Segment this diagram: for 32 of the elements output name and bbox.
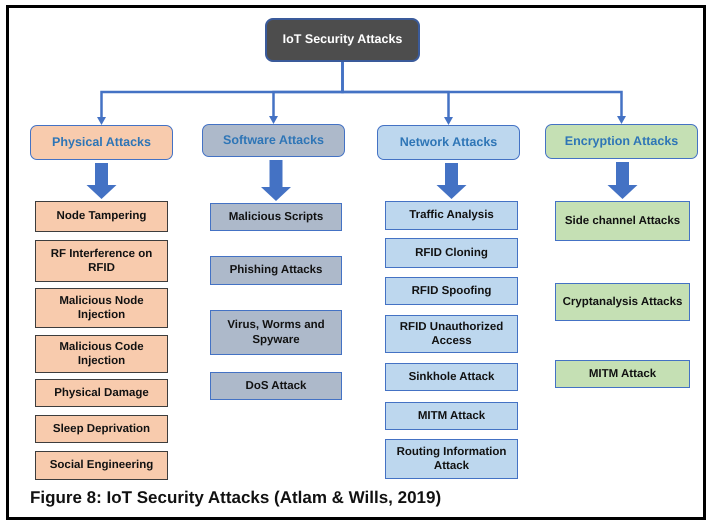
attack-box: Sinkhole Attack [385, 363, 518, 391]
attack-box: RFID Unauthorized Access [385, 315, 518, 353]
attack-box: Physical Damage [35, 379, 168, 407]
category-box: Encryption Attacks [545, 124, 698, 159]
attack-box: Routing Information Attack [385, 439, 518, 479]
block-arrow [86, 163, 116, 199]
category-box: Physical Attacks [30, 125, 173, 160]
attack-box: RF Interference on RFID [35, 240, 168, 282]
attack-box: Traffic Analysis [385, 201, 518, 230]
arrow [341, 62, 626, 124]
attack-box: Virus, Worms and Spyware [210, 310, 342, 355]
block-arrow [608, 162, 638, 199]
attack-box: Malicious Node Injection [35, 288, 168, 328]
attack-box: Social Engineering [35, 451, 168, 480]
attack-box: MITM Attack [555, 360, 690, 388]
category-box: Network Attacks [377, 125, 520, 160]
attack-box: DoS Attack [210, 372, 342, 400]
category-box: Software Attacks [202, 124, 345, 157]
attack-box: Phishing Attacks [210, 256, 342, 285]
attack-box: Cryptanalysis Attacks [555, 283, 690, 321]
attack-box: Malicious Scripts [210, 203, 342, 231]
block-arrow [261, 160, 291, 201]
attack-box: Node Tampering [35, 201, 168, 232]
attack-box: MITM Attack [385, 402, 518, 430]
root-box: IoT Security Attacks [265, 18, 420, 62]
attack-box: Malicious Code Injection [35, 335, 168, 373]
attack-box: RFID Cloning [385, 238, 518, 268]
figure-caption: Figure 8: IoT Security Attacks (Atlam & Wills, 2019) [30, 488, 442, 508]
attack-box: Sleep Deprivation [35, 415, 168, 443]
attack-box: RFID Spoofing [385, 277, 518, 305]
attack-box: Side channel Attacks [555, 201, 690, 241]
block-arrow [436, 163, 466, 199]
